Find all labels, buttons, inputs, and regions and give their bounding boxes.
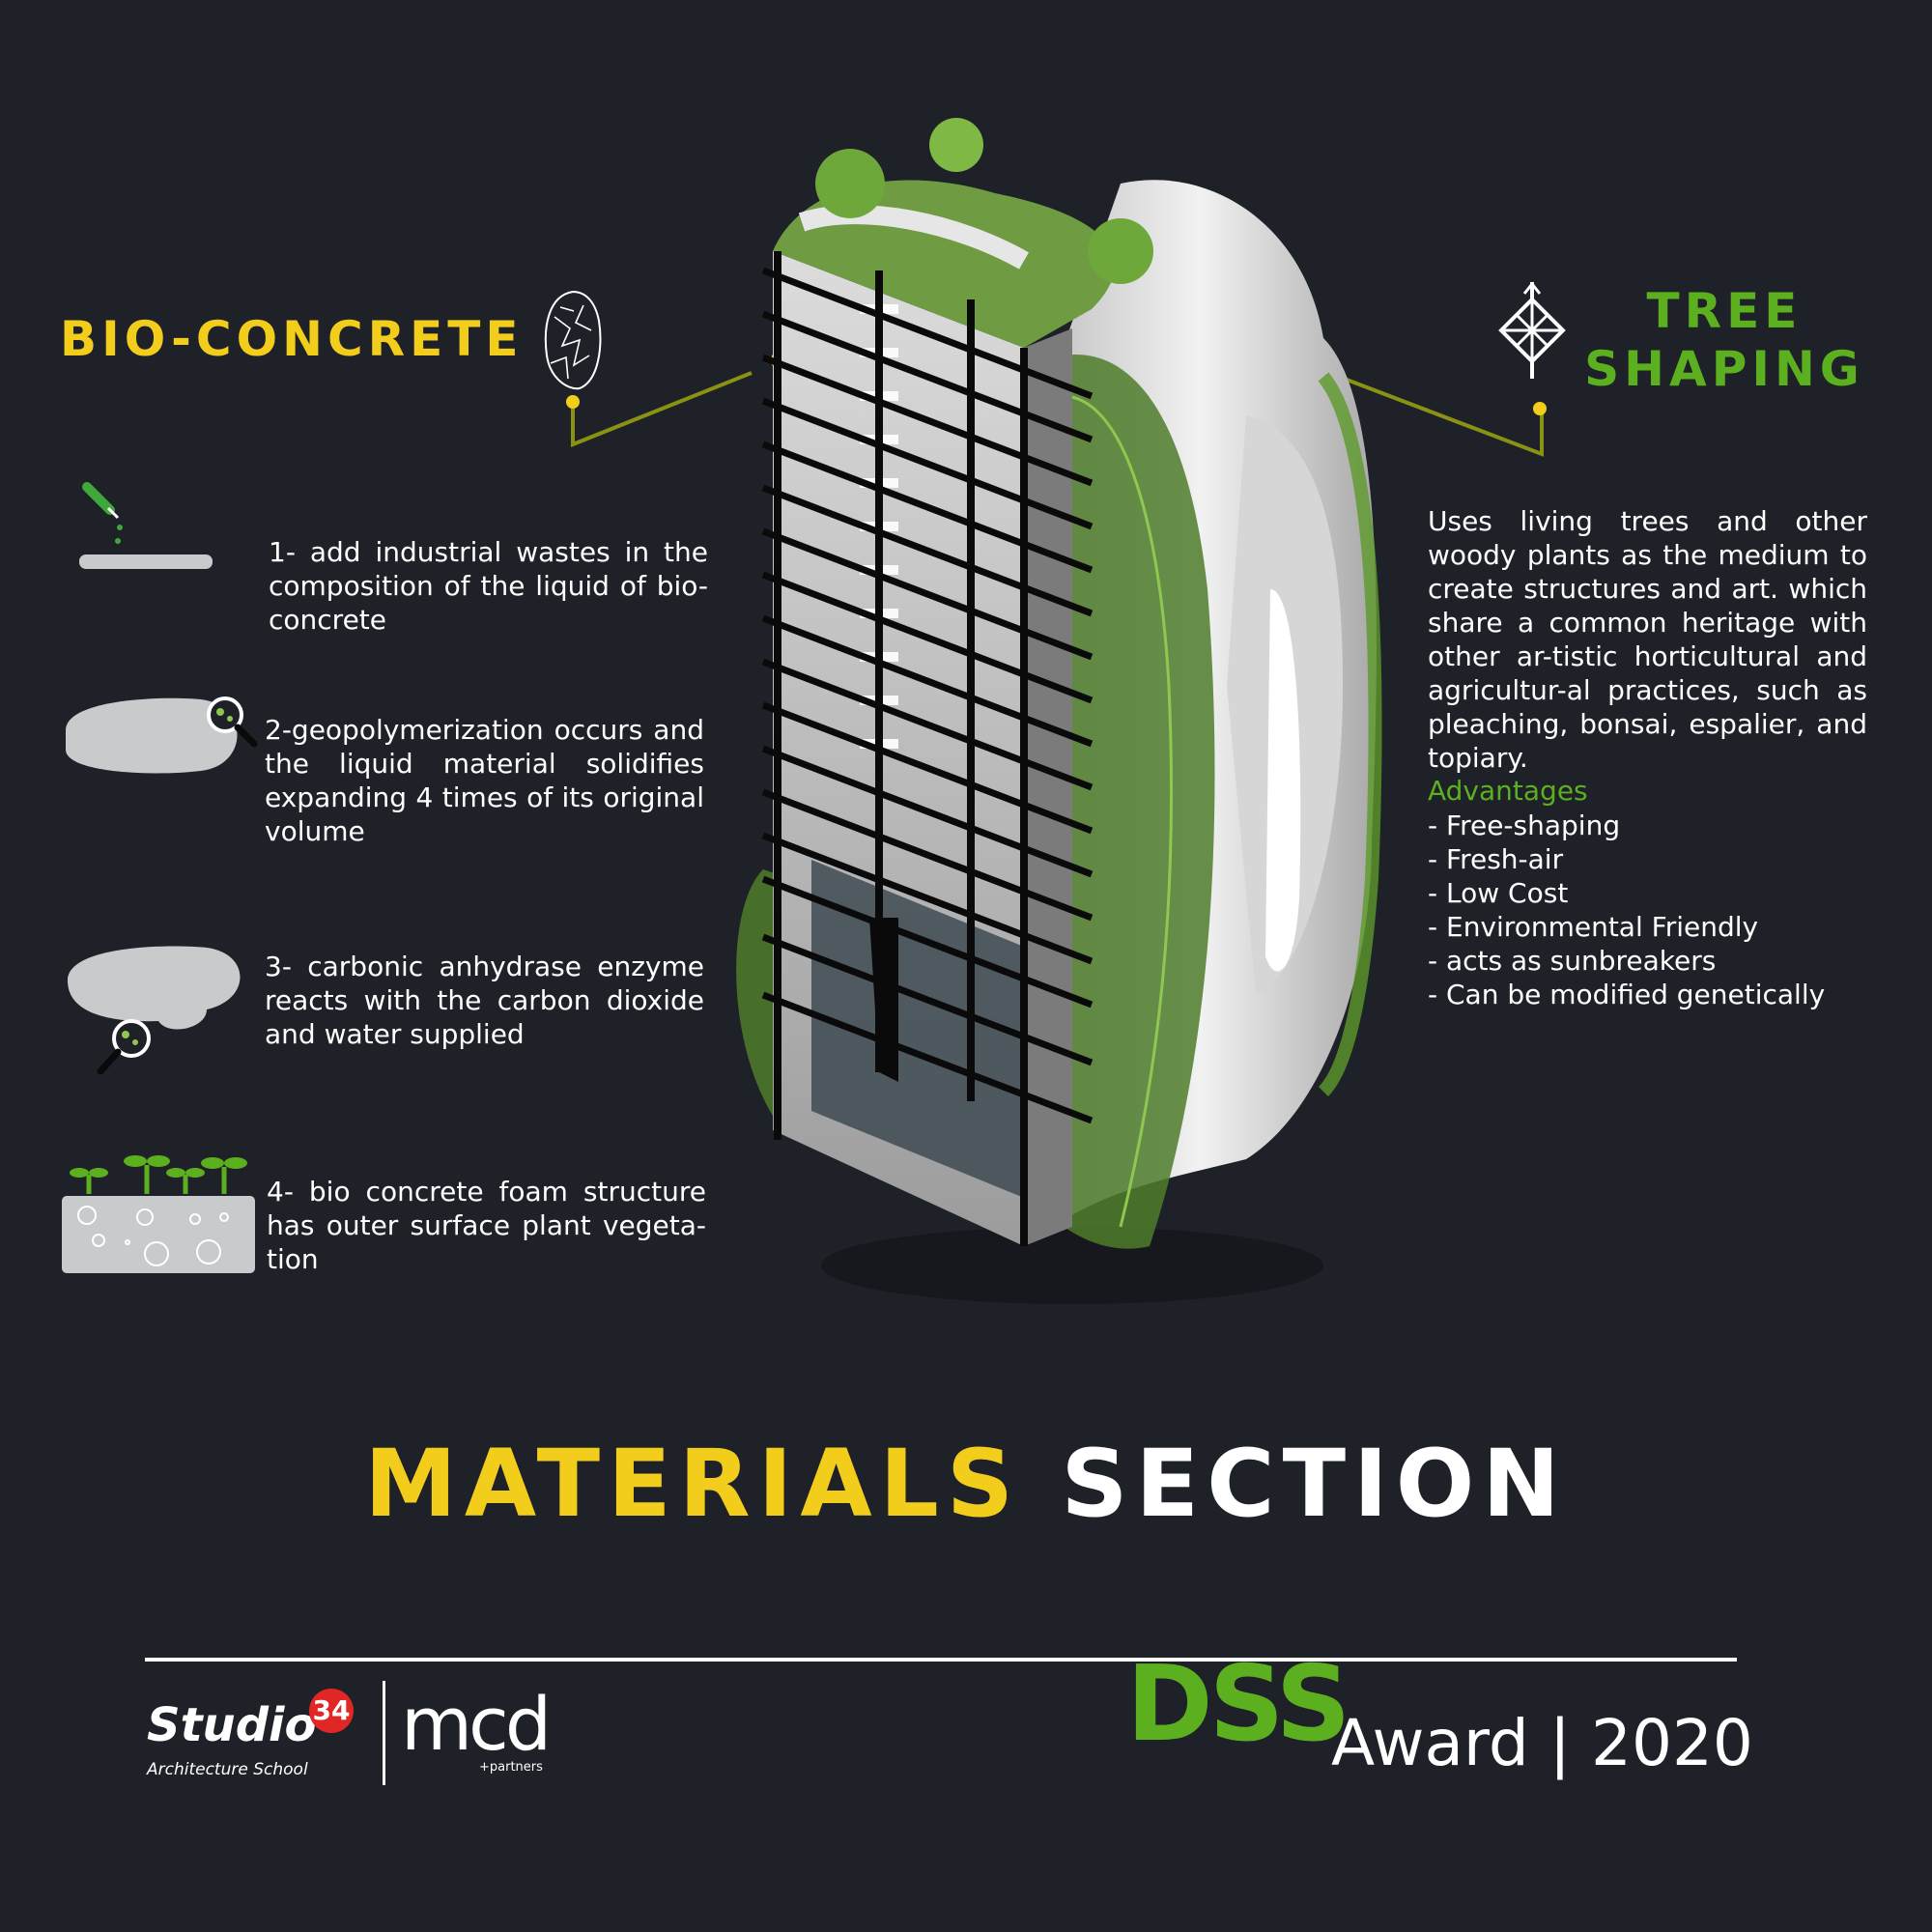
advantage-item: - acts as sunbreakers [1428, 945, 1717, 977]
studio34-badge: 34 [309, 1689, 354, 1733]
magnifier-icon [66, 696, 258, 774]
tree-shaping-description: Uses living trees and other woody plants… [1428, 505, 1867, 774]
advantage-item: - Environmental Friendly [1428, 911, 1759, 943]
logo-divider [383, 1681, 385, 1785]
advantages-title: Advantages [1428, 775, 1588, 807]
tree-shaping-heading: TREE SHAPING [1584, 282, 1864, 398]
building-section-illustration [736, 118, 1382, 1304]
tree-shaping-heading-line1: TREE [1646, 283, 1803, 339]
lattice-icon [1498, 281, 1566, 379]
studio34-logo: Studio [147, 1698, 317, 1752]
dss-logo: DSS [1126, 1644, 1350, 1765]
advantages-list: - Free-shaping - Fresh-air - Low Cost - … [1428, 809, 1825, 1011]
award-year: Award | 2020 [1331, 1706, 1753, 1780]
dropper-icon [74, 474, 213, 569]
bio-step-2-text: 2-geopolymerization occurs and the liqui… [265, 714, 704, 847]
advantage-item: - Free-shaping [1428, 810, 1621, 841]
bio-step-4-text: 4- bio concrete foam structure has outer… [267, 1176, 706, 1275]
footer-divider [145, 1658, 1737, 1662]
page-title-part2: SECTION [1061, 1430, 1568, 1538]
coral-icon [544, 290, 602, 390]
advantage-item: - Fresh-air [1428, 843, 1564, 875]
studio34-subtitle: Architecture School [147, 1760, 308, 1779]
bio-step-3-text: 3- carbonic anhydrase enzyme reacts with… [265, 951, 704, 1050]
bio-concrete-heading: BIO-CONCRETE [60, 311, 524, 367]
mcd-logo: mcd [401, 1681, 552, 1767]
mcd-subtitle: +partners [479, 1760, 543, 1775]
bio-step-1-text: 1- add industrial wastes in the composit… [269, 536, 708, 636]
advantage-item: - Low Cost [1428, 877, 1569, 909]
advantage-item: - Can be modified genetically [1428, 979, 1826, 1010]
tree-shaping-heading-line2: SHAPING [1584, 341, 1864, 397]
magnifier-icon [68, 946, 241, 1075]
page-title-part1: MATERIALS [364, 1430, 1021, 1538]
page-title: MATERIALS SECTION [0, 1430, 1932, 1538]
sprout-icon [62, 1155, 255, 1273]
